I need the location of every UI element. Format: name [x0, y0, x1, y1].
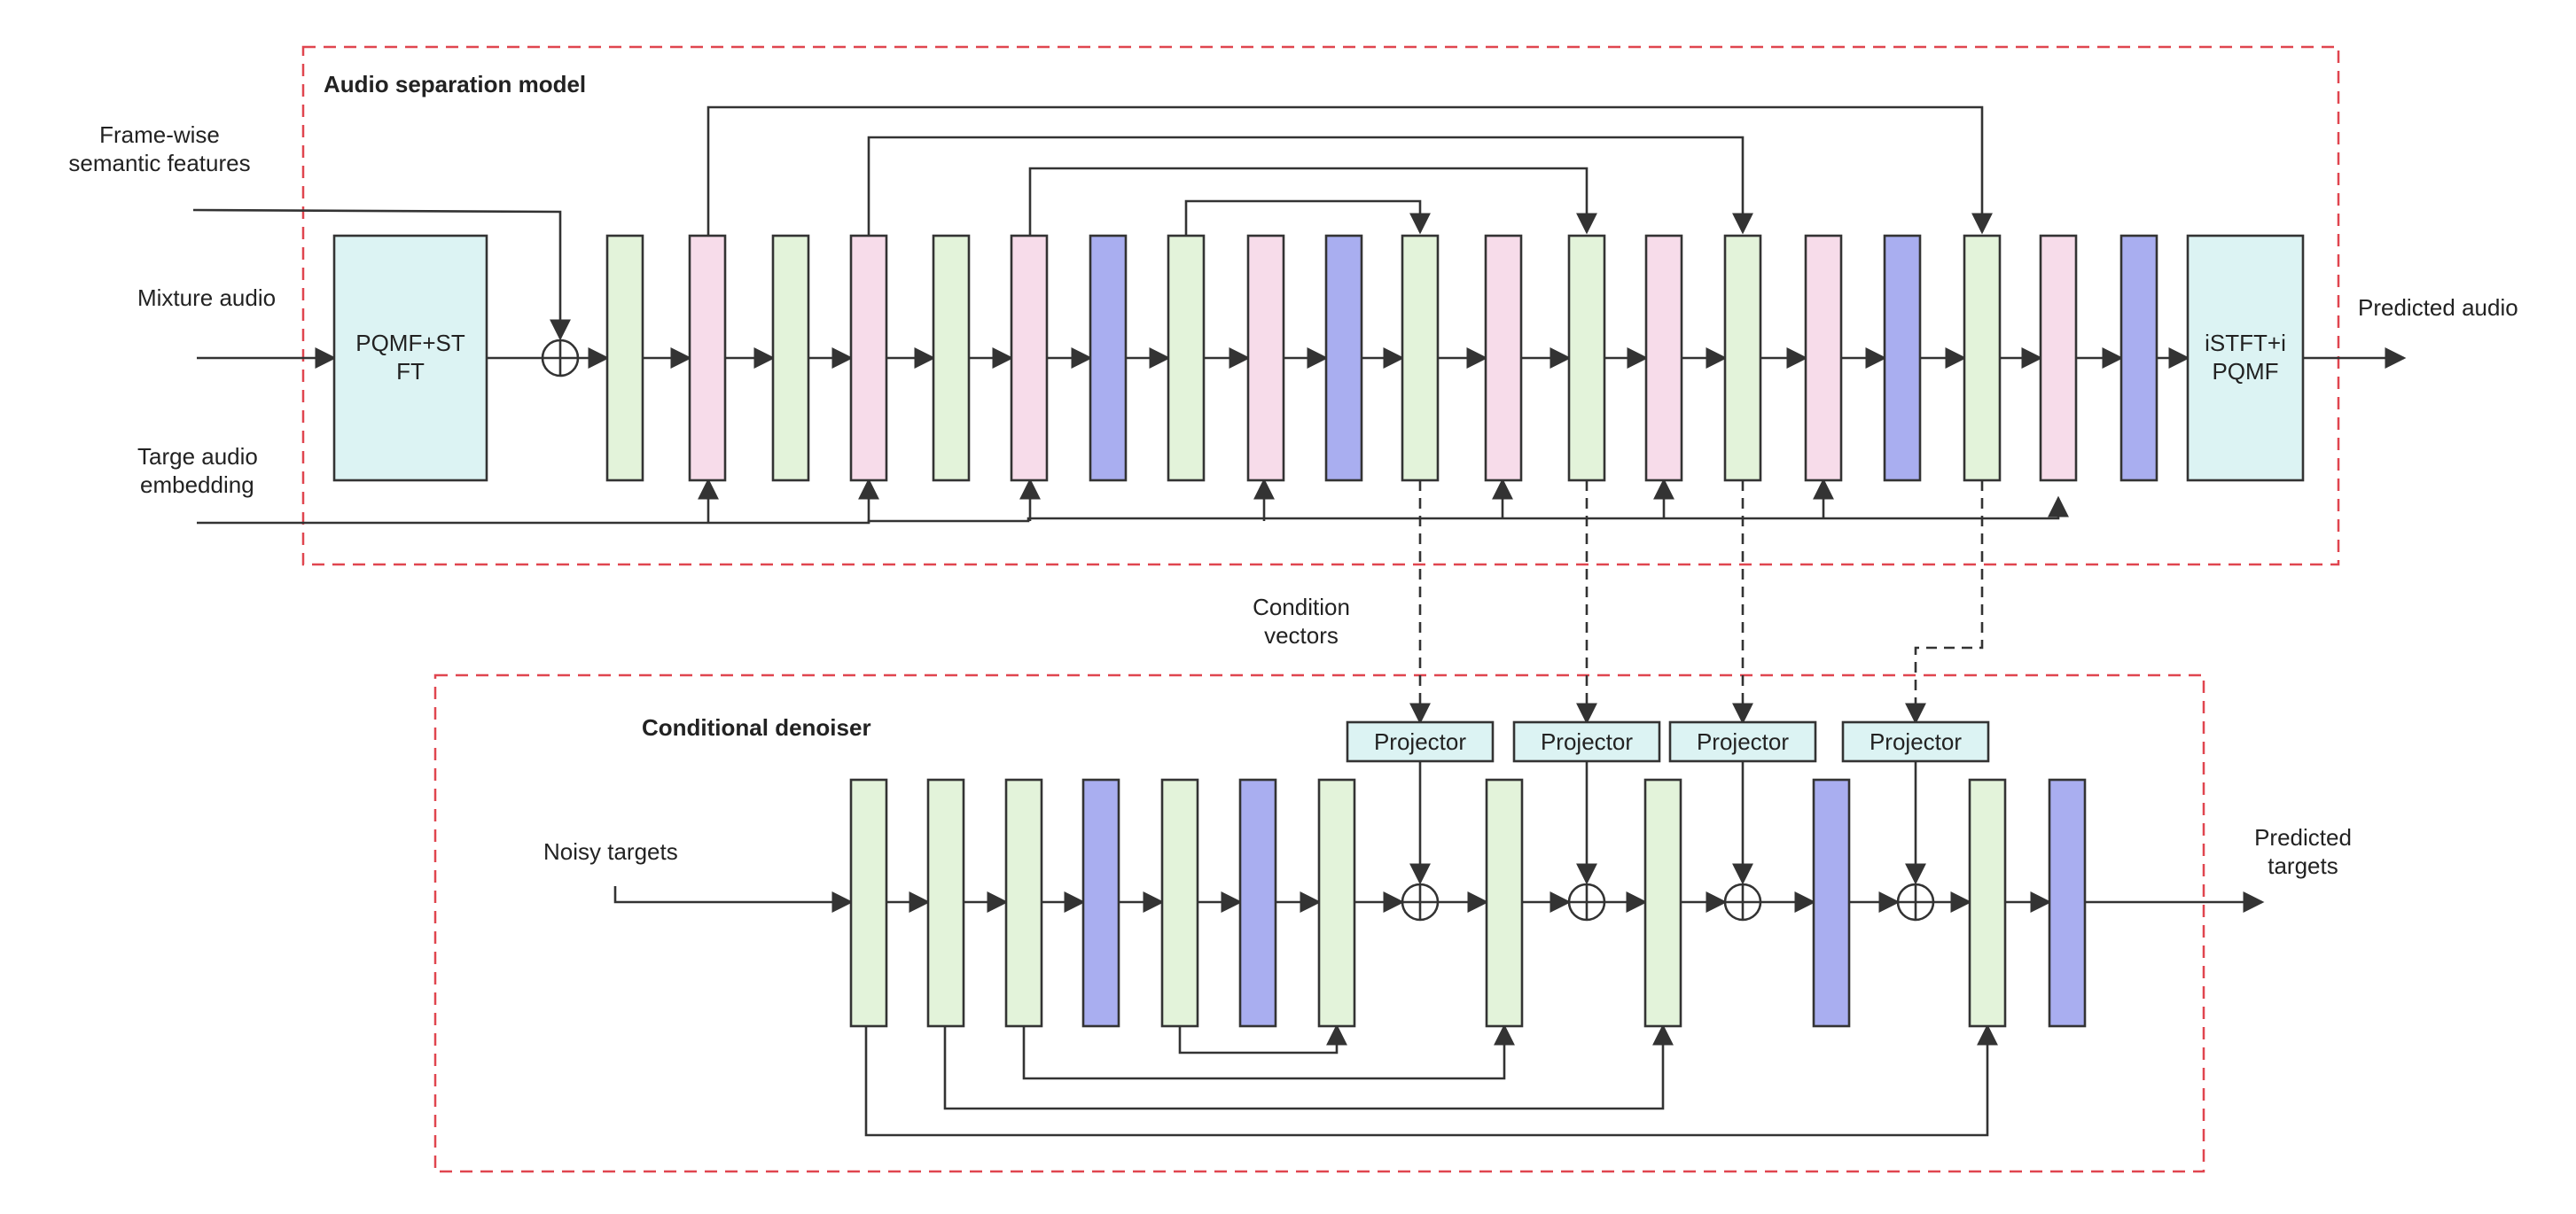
- condition-vectors-label-line1: Condition: [1253, 594, 1350, 620]
- separation-block-4-pink: [849, 234, 888, 482]
- skip-connection-2: [1028, 167, 1597, 236]
- denoiser-block-5-green: [1160, 778, 1199, 1028]
- separation-block-14-pink: [1644, 234, 1683, 482]
- denoiser-sum-node-4: [1896, 883, 1935, 922]
- separation-block-2-pink: [688, 234, 727, 482]
- conditional-denoiser-title: Conditional denoiser: [642, 714, 871, 741]
- input-arrow-noisy-targets: [613, 886, 854, 913]
- predicted-targets-label-line1: Predicted: [2254, 824, 2352, 851]
- projector-box-4: [1841, 720, 1990, 763]
- frame-semantic-label-line2: semantic features: [68, 150, 250, 176]
- separation-model-blocks: [605, 234, 2158, 482]
- predicted-targets-label-line2: targets: [2268, 852, 2338, 879]
- denoiser-block-6-blue: [1238, 778, 1277, 1028]
- predicted-audio-label: Predicted audio: [2358, 294, 2518, 321]
- projector-box-3: [1668, 720, 1817, 763]
- denoiser-blocks: [849, 778, 2087, 1028]
- mixture-audio-label: Mixture audio: [137, 284, 276, 311]
- separation-block-9-pink: [1246, 234, 1285, 482]
- denoiser-block-10-blue: [1812, 778, 1851, 1028]
- condition-vectors-label-line2: vectors: [1264, 622, 1339, 649]
- denoiser-block-2-green: [926, 778, 965, 1028]
- separation-block-1-green: [605, 234, 644, 482]
- separation-model-region: [301, 45, 2340, 566]
- pqmf-stft-label-line1: PQMF+ST: [355, 330, 465, 356]
- projector-label-3: Projector: [1697, 728, 1789, 755]
- separation-block-16-pink: [1804, 234, 1843, 482]
- denoiser-block-9-green: [1643, 778, 1682, 1028]
- projector-label-4: Projector: [1870, 728, 1962, 755]
- separation-block-18-green: [1963, 234, 2002, 482]
- projector-box-2: [1512, 720, 1661, 763]
- frame-semantic-label-line1: Frame-wise: [99, 121, 220, 148]
- separation-block-8-green: [1167, 234, 1206, 482]
- denoiser-block-3-green: [1004, 778, 1043, 1028]
- denoiser-sum-node-1: [1401, 883, 1440, 922]
- separation-block-6-pink: [1010, 234, 1049, 482]
- pqmf-stft-block: [332, 234, 488, 482]
- denoiser-skip-1: [1178, 1023, 1347, 1054]
- target-embedding-label-line1: Targe audio: [137, 443, 258, 470]
- projector-label-1: Projector: [1374, 728, 1466, 755]
- denoiser-block-4-blue: [1081, 778, 1120, 1028]
- noisy-targets-label: Noisy targets: [543, 838, 678, 865]
- denoiser-block-1-green: [849, 778, 888, 1028]
- separation-block-15-green: [1723, 234, 1762, 482]
- separation-block-10-blue: [1324, 234, 1363, 482]
- denoiser-skip-3: [943, 1023, 1674, 1110]
- separation-block-7-blue: [1089, 234, 1128, 482]
- separation-block-19-pink: [2039, 234, 2078, 482]
- denoiser-block-12-blue: [2048, 778, 2087, 1028]
- skip-connection-1: [1184, 199, 1431, 236]
- istft-ipqmf-label-line1: iSTFT+i: [2205, 330, 2286, 356]
- istft-ipqmf-label-line2: PQMF: [2212, 358, 2278, 385]
- denoiser-skip-4: [864, 1023, 1998, 1137]
- denoiser-sum-node-3: [1723, 883, 1762, 922]
- embedding-bus: [197, 495, 2069, 525]
- conditional-denoiser-region: [433, 673, 2205, 1173]
- separation-block-17-blue: [1883, 234, 1922, 482]
- separation-model-title: Audio separation model: [324, 71, 586, 97]
- denoiser-block-11-green: [1968, 778, 2007, 1028]
- separation-block-12-pink: [1484, 234, 1523, 482]
- denoiser-block-8-green: [1485, 778, 1524, 1028]
- condition-dashed-line-4: [1905, 480, 1984, 725]
- separation-block-11-green: [1401, 234, 1440, 482]
- separation-block-13-green: [1567, 234, 1606, 482]
- separation-block-3-green: [771, 234, 810, 482]
- istft-ipqmf-block: [2186, 234, 2305, 482]
- skip-connection-3: [867, 136, 1753, 236]
- skip-connection-4: [706, 105, 1993, 236]
- denoiser-skip-2: [1022, 1023, 1515, 1080]
- denoiser-sum-node-2: [1567, 883, 1606, 922]
- projector-box-1: [1346, 720, 1495, 763]
- separation-block-20-blue: [2119, 234, 2158, 482]
- target-embedding-label-line2: embedding: [140, 471, 254, 498]
- separation-block-5-green: [932, 234, 971, 482]
- denoiser-block-7-green: [1317, 778, 1356, 1028]
- arrow-semantic-features: [192, 208, 571, 341]
- projector-label-2: Projector: [1541, 728, 1633, 755]
- pqmf-stft-label-line2: FT: [396, 358, 425, 385]
